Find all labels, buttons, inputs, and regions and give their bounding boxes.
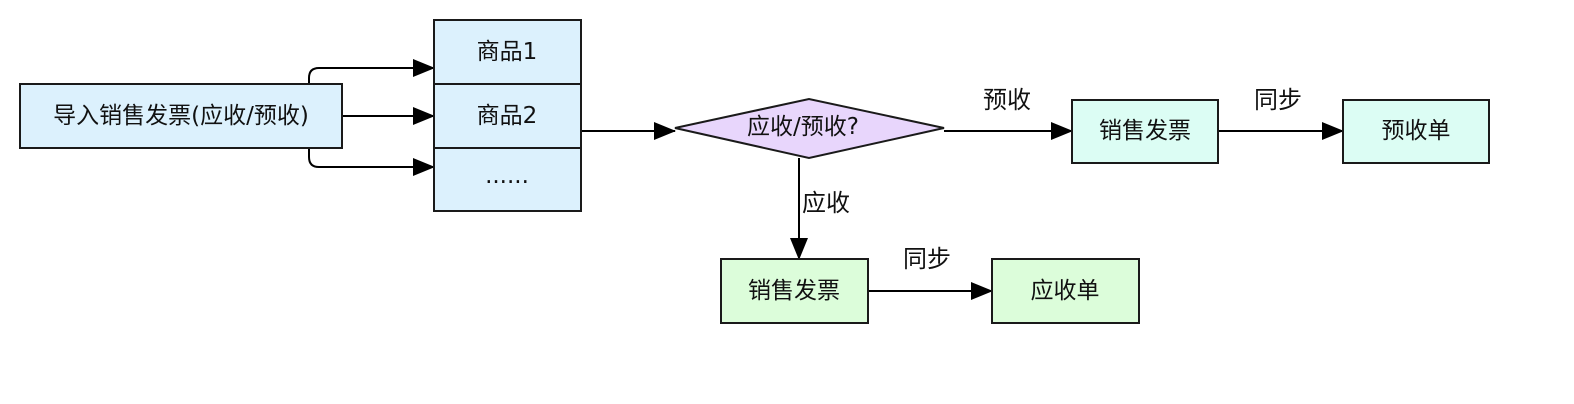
prepay-doc-node-label: 预收单 (1382, 118, 1451, 144)
receivable-invoice-node-label: 销售发票 (748, 278, 840, 304)
edge-source-to-item-3 (308, 148, 435, 176)
edge-label-receivable-sync: 同步 (903, 245, 951, 273)
prepay-invoice-node-label: 销售发票 (1099, 118, 1191, 144)
edge-label-receivable: 应收 (802, 189, 850, 217)
prepay-invoice-node (1071, 99, 1219, 164)
edge-label-prepay-sync: 同步 (1254, 86, 1302, 114)
source-node (19, 83, 343, 149)
decision-node (674, 97, 945, 160)
prepay-doc-node (1342, 99, 1490, 164)
item-node-3-label: ...... (485, 163, 529, 189)
receivable-doc-node (991, 258, 1140, 324)
edge-source-to-item-1 (308, 59, 435, 84)
receivable-doc-node-label: 应收单 (1031, 278, 1100, 304)
decision-node-label: 应收/预收? (747, 114, 859, 140)
receivable-invoice-node (720, 258, 869, 324)
source-node-label: 导入销售发票(应收/预收) (53, 103, 309, 129)
edges (308, 59, 1344, 300)
item-node-2-label: 商品2 (477, 103, 538, 129)
item-node-2 (433, 83, 582, 149)
edge-label-prepay: 预收 (983, 86, 1031, 114)
item-node-3 (433, 147, 582, 212)
item-node-1-label: 商品1 (477, 39, 538, 65)
